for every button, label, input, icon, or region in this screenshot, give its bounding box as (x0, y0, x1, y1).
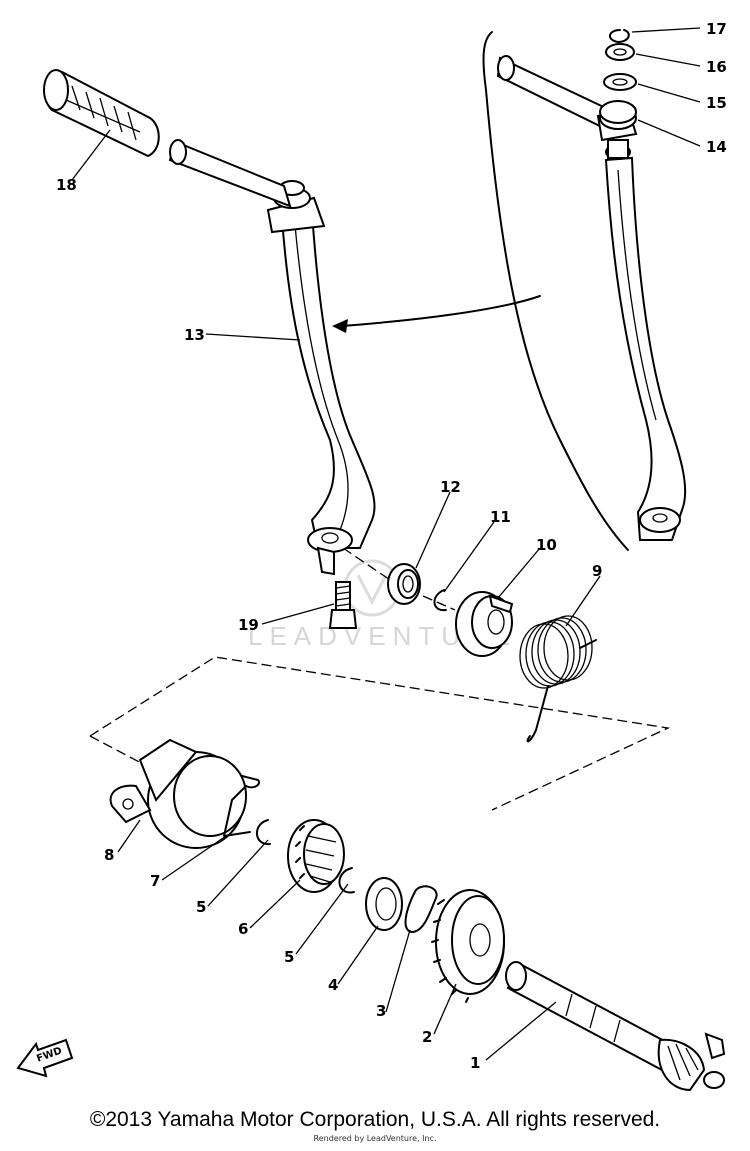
part-label-8: 8 (104, 846, 114, 864)
part-label-3: 3 (376, 1002, 386, 1020)
part-label-11: 11 (490, 508, 511, 526)
part-label-18: 18 (56, 176, 77, 194)
kick-holder (109, 738, 247, 849)
copyright-notice: ©2013 Yamaha Motor Corporation, U.S.A. A… (89, 1108, 661, 1131)
part-label-4: 4 (328, 976, 338, 994)
part-label-16: 16 (706, 58, 727, 76)
kick-gear (431, 889, 505, 1003)
leader-lines (71, 27, 701, 1061)
part-label-15: 15 (706, 94, 727, 112)
part-label-2: 2 (422, 1028, 432, 1046)
circlip-5a (256, 819, 271, 846)
friction-spring (404, 885, 438, 933)
axis-line (342, 547, 456, 611)
bolt (328, 581, 358, 629)
part-label-14: 14 (706, 138, 727, 156)
fwd-arrow-icon: FWD (16, 1038, 74, 1078)
torsion-spring (519, 615, 597, 743)
rendered-by-note: Rendered by LeadVenture, Inc. (313, 1134, 437, 1143)
part-labels: 1 2 3 4 5 6 5 7 8 9 10 11 12 13 14 15 16… (56, 20, 727, 1072)
kick-grip (43, 69, 160, 158)
circlip-11 (433, 589, 447, 612)
pointer-arrow (341, 295, 541, 327)
part-label-5b: 5 (284, 948, 294, 966)
spring-cover (455, 591, 514, 657)
part-label-7: 7 (150, 872, 160, 890)
arrow-head (332, 319, 348, 333)
assembly-outline-left (89, 735, 146, 766)
part-label-17: 17 (706, 20, 727, 38)
part-label-5a: 5 (196, 898, 206, 916)
alternate-kick-lever (496, 29, 687, 541)
part-label-13: 13 (184, 326, 205, 344)
part-label-10: 10 (536, 536, 557, 554)
circlip-5b (338, 867, 355, 894)
part-label-1: 1 (470, 1054, 480, 1072)
part-label-19: 19 (238, 616, 259, 634)
assembly-outline (89, 656, 671, 811)
washer (365, 877, 403, 931)
part-label-9: 9 (592, 562, 602, 580)
part-label-12: 12 (440, 478, 461, 496)
kick-lever (168, 139, 376, 576)
part-label-6: 6 (238, 920, 248, 938)
oil-seal (387, 563, 421, 605)
clip-7 (223, 775, 260, 837)
inset-bracket (482, 31, 629, 551)
ratchet-wheel (287, 819, 345, 893)
kick-axle (505, 961, 726, 1092)
